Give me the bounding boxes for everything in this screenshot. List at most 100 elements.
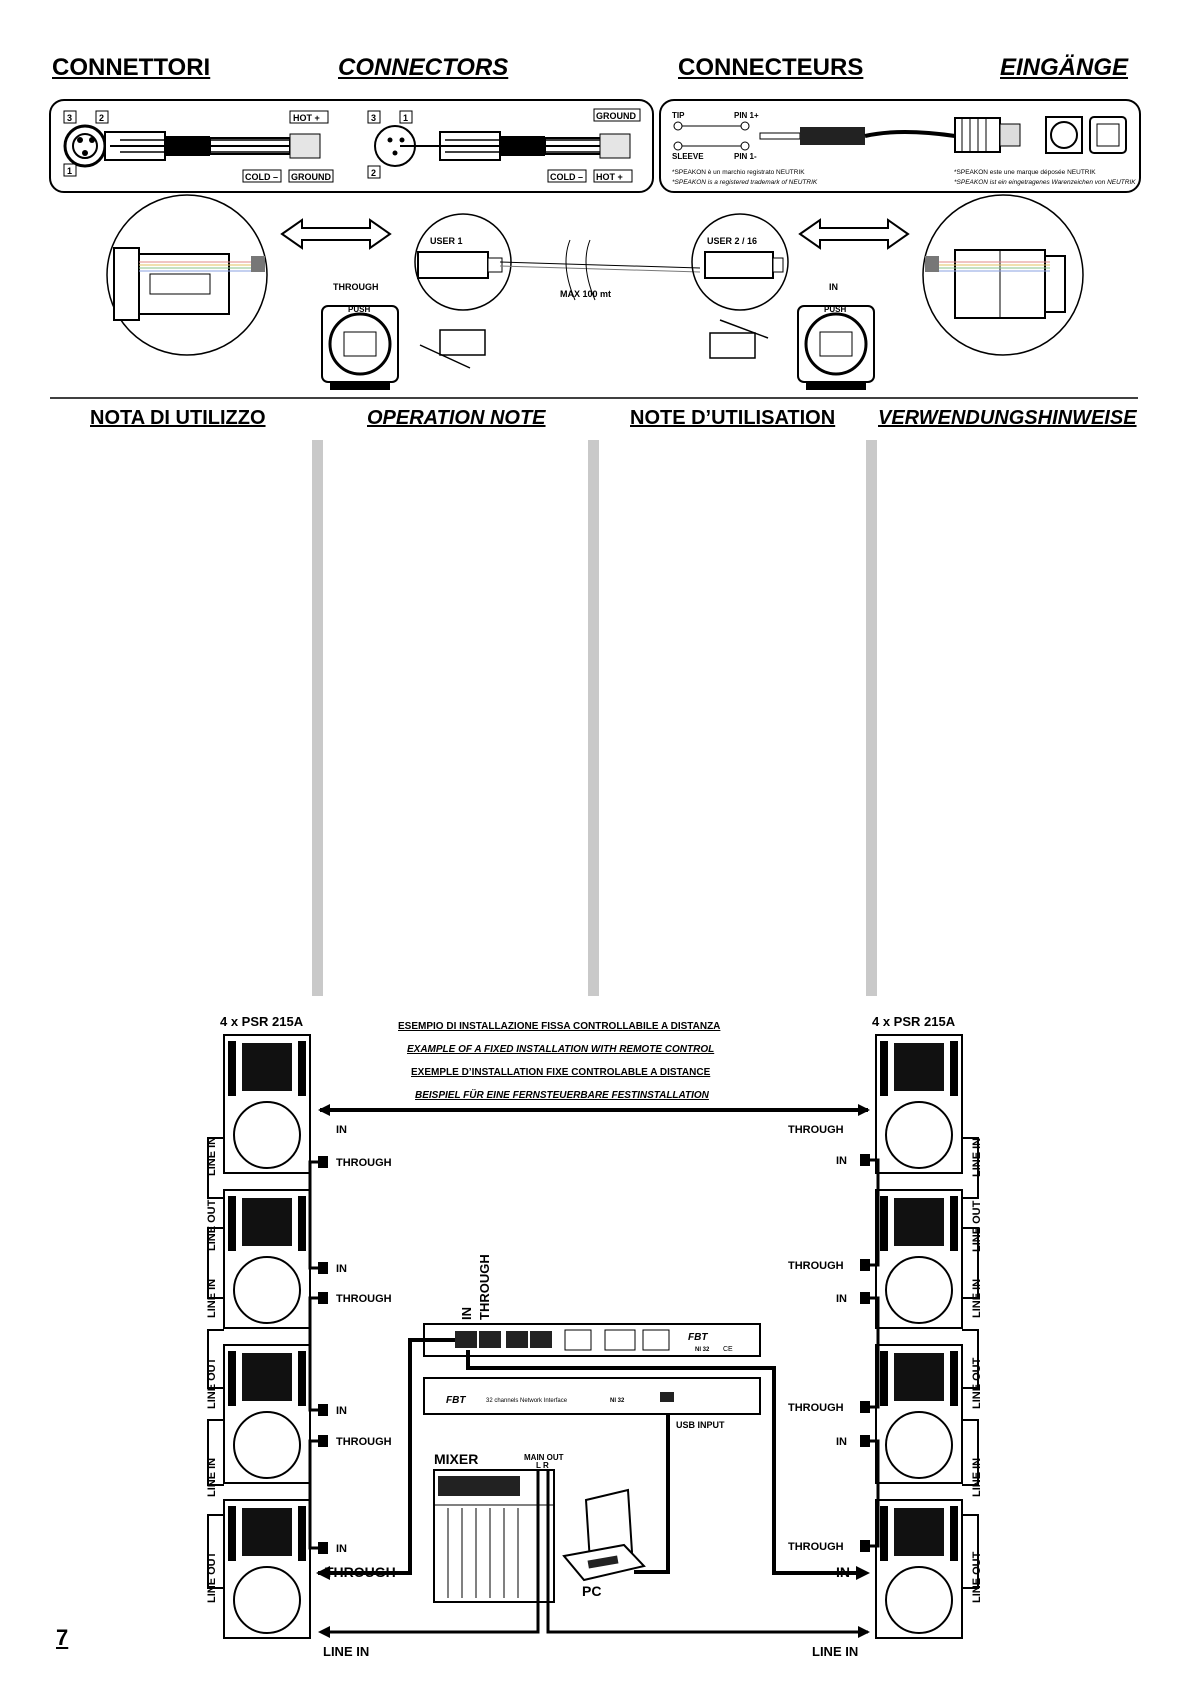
- user2-label: USER 2 / 16: [707, 236, 757, 246]
- xlr-male-cold-label: COLD –: [550, 172, 583, 182]
- note-heading-fr: NOTE D’UTILISATION: [630, 407, 836, 429]
- heading-eingange: EINGÄNGE: [1000, 54, 1129, 81]
- user1-label: USER 1: [430, 236, 463, 246]
- speakon-note-en: *SPEAKON is a registered trademark of NE…: [672, 179, 818, 186]
- right-line-in-2: LINE IN: [971, 1279, 983, 1318]
- top-in-label: IN: [336, 1124, 347, 1136]
- heading-connecteurs: CONNECTEURS: [678, 54, 864, 81]
- xlr-pin1-label: 1: [67, 166, 72, 176]
- xlr-male-pin3-label: 3: [371, 113, 376, 123]
- front-desc: 32 channels Network Interface: [486, 1398, 568, 1404]
- xlr-hot-label: HOT +: [293, 113, 320, 123]
- right-through-3: THROUGH: [788, 1402, 844, 1414]
- note-heading-de: VERWENDUNGSHINWEISE: [878, 407, 1137, 429]
- right-through-4: THROUGH: [788, 1541, 844, 1553]
- bottom-line-in-left: LINE IN: [323, 1644, 369, 1659]
- left-line-in-3: LINE IN: [206, 1458, 218, 1497]
- install-title-it: ESEMPIO DI INSTALLAZIONE FISSA CONTROLLA…: [398, 1021, 720, 1032]
- rear-ce-mark: CE: [723, 1346, 733, 1353]
- xlr-female-icon: [63, 124, 321, 168]
- rj45-small-plug-right-icon: [709, 319, 769, 359]
- rj45-plug-user2-icon: [704, 251, 784, 279]
- left-through-2: THROUGH: [336, 1293, 392, 1305]
- jack-pin1m-label: PIN 1-: [734, 152, 757, 161]
- usb-input-label: USB INPUT: [676, 1420, 725, 1430]
- mixer-label: MIXER: [434, 1451, 478, 1467]
- xlr-male-icon: [374, 125, 631, 167]
- connector-panels: 3 2 1 HOT + COLD – GROUND 3 1 2 GROUND C…: [49, 99, 1141, 399]
- xlr-pin3-label: 3: [67, 113, 72, 123]
- rj45-plug-left-icon: [113, 247, 265, 321]
- ni32-front-panel: [423, 1377, 761, 1415]
- right-in-3: IN: [836, 1436, 847, 1448]
- left-through-3: THROUGH: [336, 1436, 392, 1448]
- main-out-lr-label: L R: [536, 1461, 549, 1470]
- push-label-right: PUSH: [824, 305, 846, 314]
- heading-connectors: CONNECTORS: [338, 54, 509, 81]
- note-heading-en: OPERATION NOTE: [367, 407, 546, 429]
- double-arrow-right-icon: [798, 218, 910, 250]
- rj45-zoom-right-circle: [922, 194, 1084, 356]
- speaker-left-4: [223, 1499, 311, 1639]
- xlr-male-pin2-label: 2: [371, 168, 376, 178]
- right-in-2: IN: [836, 1293, 847, 1305]
- left-array-title: 4 x PSR 215A: [220, 1014, 304, 1029]
- right-line-in-1: LINE IN: [971, 1138, 983, 1177]
- jack-pin1p-label: PIN 1+: [734, 111, 759, 120]
- rear-fbt-logo: FBT: [688, 1332, 708, 1343]
- left-in-4: IN: [336, 1543, 347, 1555]
- heading-connettori: CONNETTORI: [52, 54, 211, 81]
- front-fbt-logo: FBT: [446, 1395, 466, 1406]
- ethercon-in-socket-icon: [797, 305, 875, 390]
- jack-tip-label: TIP: [672, 111, 685, 120]
- network-in-label: IN: [829, 282, 838, 292]
- left-line-in-1: LINE IN: [206, 1137, 218, 1176]
- front-ni32-label: NI 32: [610, 1398, 625, 1404]
- speaker-right-2: [875, 1189, 963, 1329]
- xlr-male-ground-label: GROUND: [596, 111, 636, 121]
- xlr-pin2-label: 2: [99, 113, 104, 123]
- left-through-1: THROUGH: [336, 1157, 392, 1169]
- note-bar-1: [312, 440, 323, 996]
- laptop-icon: [562, 1488, 646, 1582]
- speaker-right-3: [875, 1344, 963, 1484]
- note-bar-2: [588, 440, 599, 996]
- right-line-out-2: LINE OUT: [971, 1357, 983, 1409]
- speaker-right-4: [875, 1499, 963, 1639]
- network-through-label: THROUGH: [333, 282, 379, 292]
- push-label-left: PUSH: [348, 305, 370, 314]
- right-line-out-1: LINE OUT: [971, 1200, 983, 1252]
- install-title-en: EXAMPLE OF A FIXED INSTALLATION WITH REM…: [407, 1044, 714, 1055]
- page-number: 7: [56, 1625, 69, 1650]
- left-line-out-1: LINE OUT: [206, 1199, 218, 1251]
- rj45-plug-user1-icon: [417, 239, 701, 301]
- jack-sleeve-label: SLEEVE: [672, 152, 704, 161]
- install-title-de: BEISPIEL FÜR EINE FERNSTEUERBARE FESTINS…: [415, 1088, 710, 1101]
- xlr-ground-label: GROUND: [291, 172, 331, 182]
- right-through-2: THROUGH: [788, 1260, 844, 1272]
- note-bar-3: [866, 440, 877, 996]
- pc-label: PC: [582, 1583, 601, 1599]
- right-array-title: 4 x PSR 215A: [872, 1014, 956, 1029]
- speakon-plug-icon: [954, 117, 1021, 153]
- user2-circle: [691, 213, 789, 311]
- ni32-rear-panel: [423, 1323, 761, 1357]
- left-in-2: IN: [336, 1263, 347, 1275]
- rack-through-label: THROUGH: [477, 1254, 492, 1320]
- top-through-label-right: THROUGH: [788, 1124, 844, 1136]
- rj45-zoom-left-circle: [106, 194, 268, 356]
- left-line-out-3: LINE OUT: [206, 1551, 218, 1603]
- speakon-socket-icon: [1045, 116, 1127, 154]
- right-line-out-3: LINE OUT: [971, 1551, 983, 1603]
- left-line-out-2: LINE OUT: [206, 1357, 218, 1409]
- left-line-in-2: LINE IN: [206, 1279, 218, 1318]
- rj45-small-plug-left-icon: [419, 329, 486, 369]
- rack-in-label: IN: [459, 1307, 474, 1320]
- xlr-male-pin1-label: 1: [403, 113, 408, 123]
- ethercon-through-socket-icon: [321, 305, 399, 390]
- main-out-label: MAIN OUT: [524, 1453, 564, 1462]
- max-length-label: MAX 100 mt: [560, 289, 611, 299]
- right-line-in-3: LINE IN: [971, 1458, 983, 1497]
- xlr-cold-label: COLD –: [245, 172, 278, 182]
- speaker-left-1: [223, 1034, 311, 1174]
